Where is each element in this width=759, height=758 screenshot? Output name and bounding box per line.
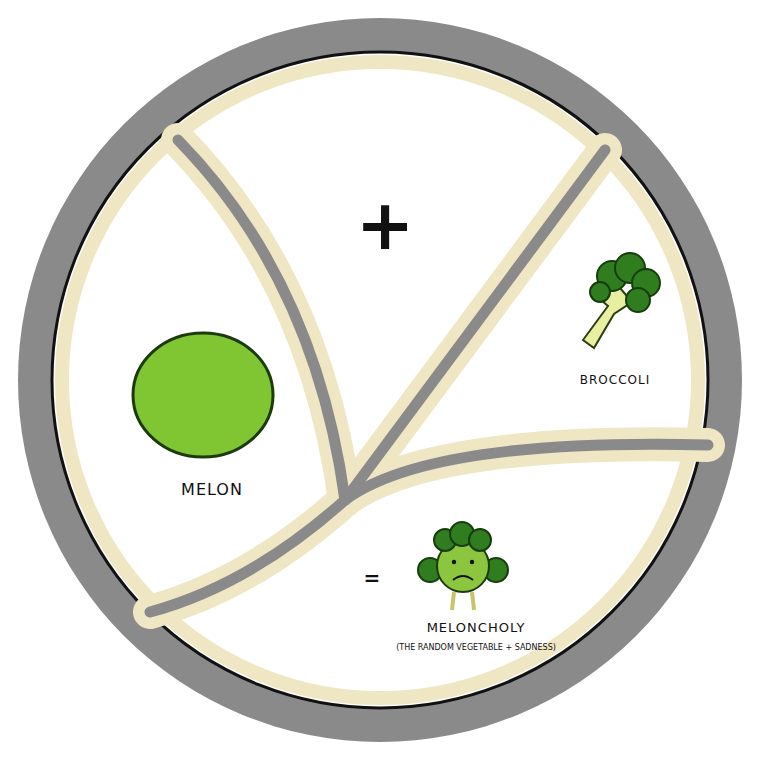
melon-drawing bbox=[133, 333, 273, 457]
broccoli-section: BROCCOLI bbox=[470, 190, 690, 420]
broccoli-drawing bbox=[583, 253, 660, 348]
melancholy-character bbox=[418, 522, 508, 610]
plate-inner-band bbox=[62, 62, 698, 698]
food-label: MELON bbox=[181, 481, 243, 499]
result-section: = MELONCHOLY (THE RANDOM VEGETABLE + SADNE… bbox=[170, 495, 690, 680]
food-label: BROCCOLI bbox=[580, 374, 650, 387]
plate-edge bbox=[52, 52, 708, 708]
plus-section: + bbox=[235, 95, 555, 385]
melon-section: MELON bbox=[95, 180, 320, 580]
operator-symbol: + bbox=[356, 187, 415, 264]
result-note: (THE RANDOM VEGETABLE + SADNESS) bbox=[396, 644, 556, 653]
plate-rim bbox=[18, 18, 742, 742]
result-label: MELONCHOLY bbox=[427, 621, 526, 635]
operator-symbol: = bbox=[364, 567, 381, 589]
